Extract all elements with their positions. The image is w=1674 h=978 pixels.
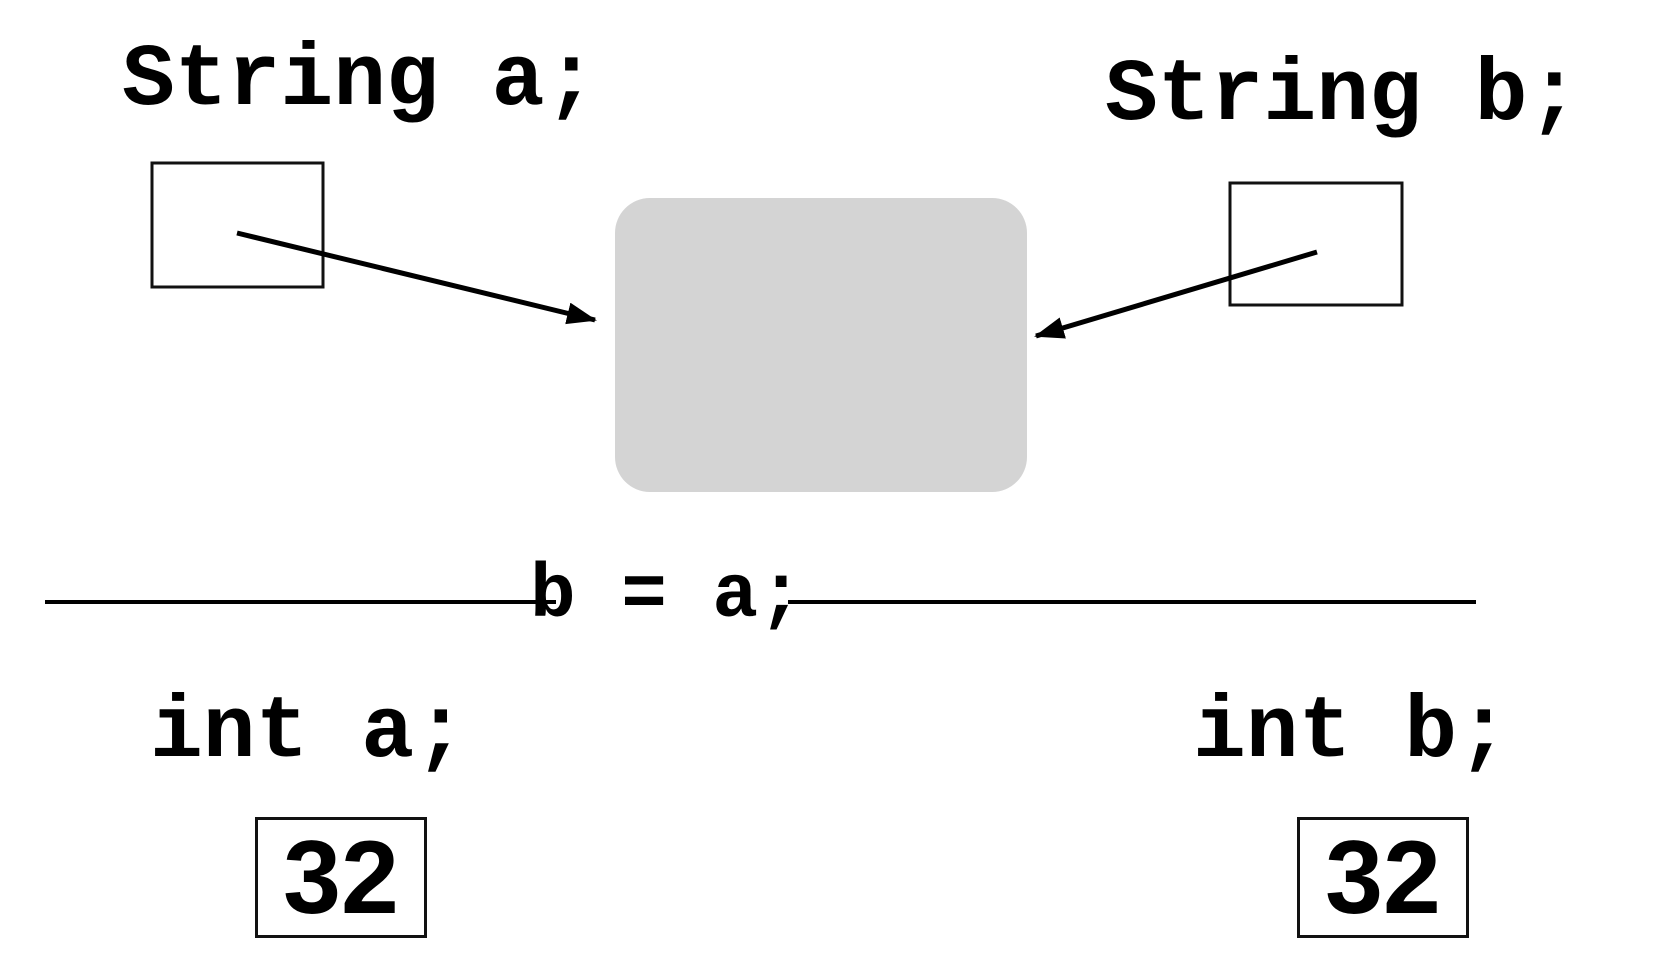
reference-box-b [1228,181,1404,307]
string-b-declaration: String b; [1105,47,1581,146]
int-b-value-box: 32 [1297,817,1469,938]
int-b-declaration: int b; [1193,684,1510,783]
int-b-value: 32 [1325,819,1441,936]
int-a-value: 32 [283,819,399,936]
string-a-declaration: String a; [122,32,598,131]
int-a-declaration: int a; [150,684,467,783]
assignment-statement: b = a; [530,553,804,639]
int-a-value-box: 32 [255,817,427,938]
reference-arrow-b [1034,249,1318,339]
reference-box-a [150,161,325,289]
reference-arrow-a [236,230,597,325]
heap-object [615,198,1027,492]
